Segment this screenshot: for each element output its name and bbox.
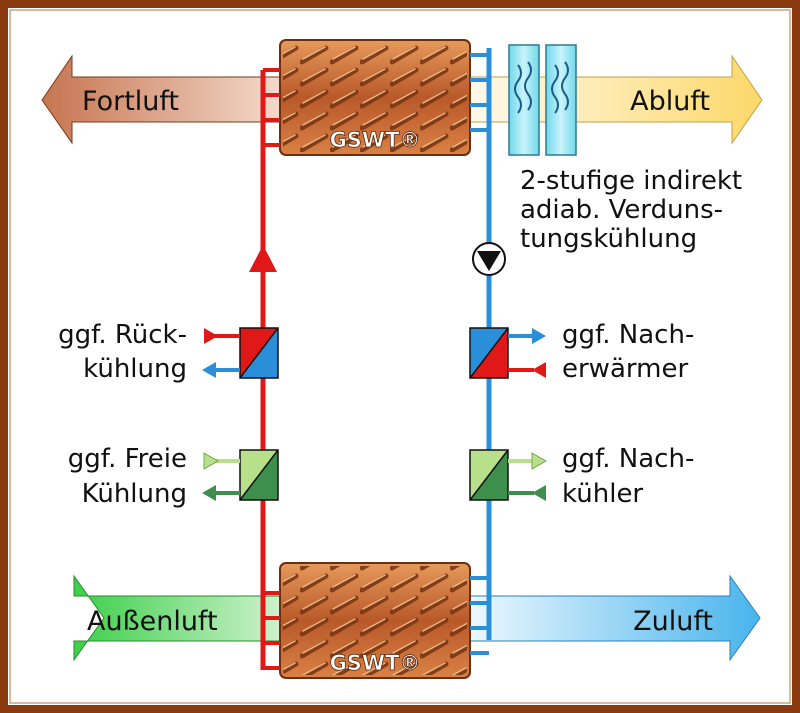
exchanger-top-fins [283,43,467,152]
nacherwaermer-in-icon [508,362,546,378]
freie-kuehlung-out-icon [202,485,240,501]
exchanger-top-cold-headers [470,53,489,132]
exchanger-bottom-fins [283,566,467,675]
pump-icon [472,242,506,276]
nachkuehler-label-1: ggf. Nach- [562,444,694,474]
exchanger-bottom-warm-headers [263,591,280,670]
rueckkuehlung-label-2: kühlung [83,354,187,384]
evaporative-cooler [508,44,577,156]
nachkuehler-coil [469,449,509,501]
nachkuehler-label-2: kühler [562,479,643,509]
rueckkuehlung-label-1: ggf. Rück- [58,320,187,350]
evap-stage-2 [545,44,577,156]
zuluft-label: Zuluft [633,606,713,637]
rueckkuehlung-in-icon [204,328,240,344]
freie-kuehlung-label-1: ggf. Freie [68,444,187,474]
abluft-label: Abluft [630,86,710,117]
evap-note-line-2: adiab. Verduns- [520,195,723,225]
evap-wave-1b [524,61,532,111]
exchanger-top-warm-headers [263,68,280,147]
exchanger-top: GSWT® [263,39,489,156]
nacherwaermer-out-icon [508,328,546,344]
exchanger-bottom: GSWT® [263,562,489,679]
freie-kuehlung-label-2: Kühlung [82,479,187,509]
exchanger-bottom-logo: GSWT® [330,651,421,675]
exchanger-bottom-cold-headers [470,576,489,655]
exchanger-top-logo: GSWT® [330,128,421,152]
evap-wave-2a [551,64,559,114]
rueckkuehlung-out-icon [202,362,240,378]
aussenluft-label: Außenluft [87,606,218,637]
inner-frame [9,9,791,704]
evap-wave-1a [514,64,522,114]
nachkuehler-in-icon [508,485,546,501]
freie-kuehlung-coil [239,449,279,501]
evap-stage-1 [508,44,540,156]
rueckkuehlung-coil [239,327,279,379]
nachkuehler-out-icon [508,452,547,470]
flow-direction-up-icon [249,245,277,272]
evap-wave-2b [561,61,569,111]
freie-kuehlung-in-icon [203,452,240,470]
nacherwaermer-label-1: ggf. Nach- [562,320,694,350]
evap-note-line-1: 2-stufige indirekt [520,166,742,196]
nacherwaermer-label-2: erwärmer [562,354,688,384]
fortluft-label: Fortluft [82,86,179,117]
evap-note-line-3: tungskühlung [520,224,697,254]
nacherwaermer-coil [469,327,509,379]
